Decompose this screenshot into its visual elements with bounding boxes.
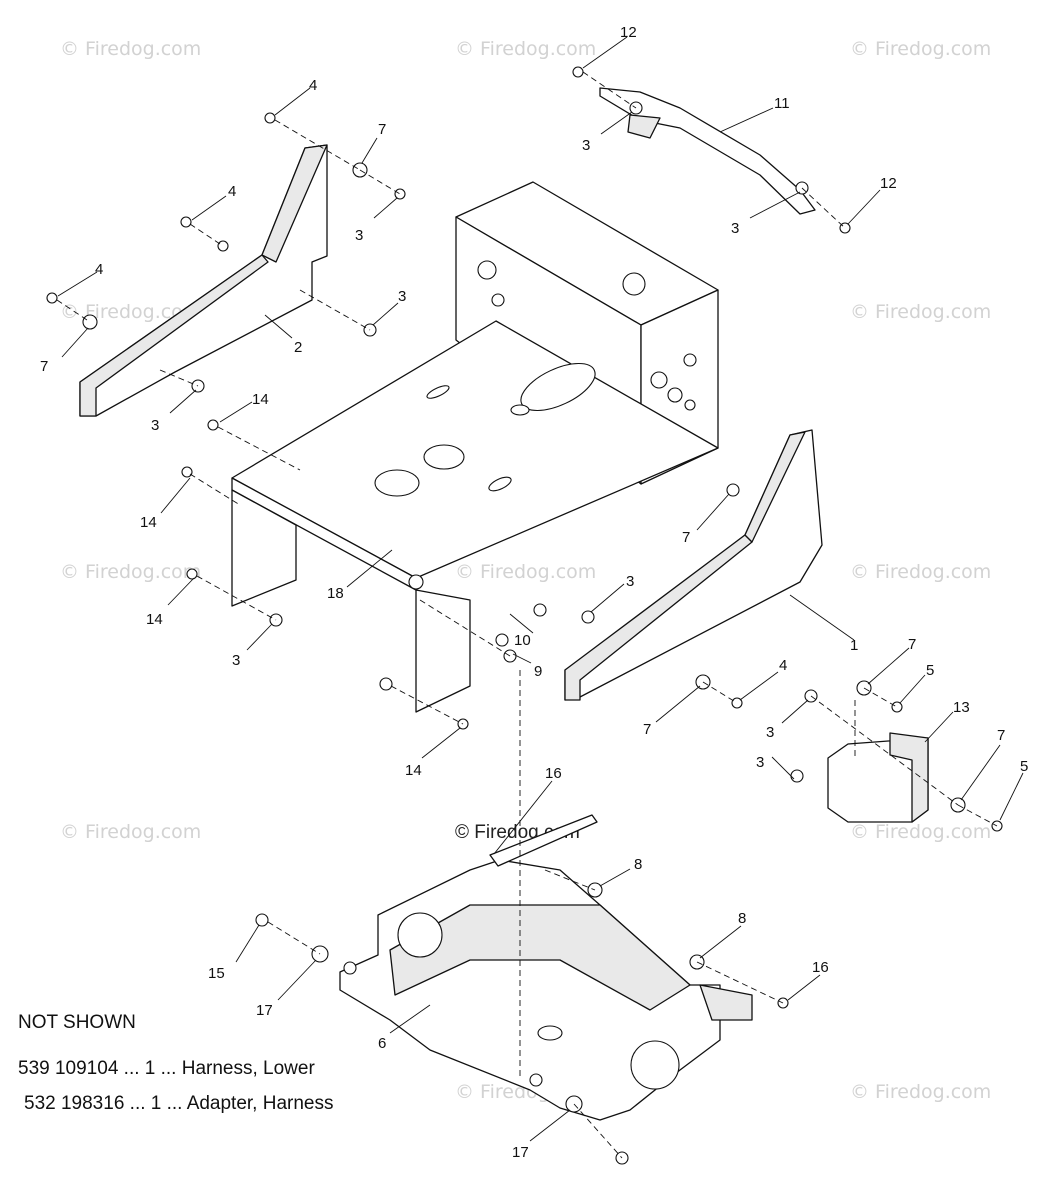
not-shown-notes: NOT SHOWN 539 109104 ... 1 ... Harness, …: [18, 1012, 334, 1128]
callout-3: 3: [766, 724, 774, 741]
callout-3: 3: [398, 288, 406, 305]
callout-6: 6: [378, 1035, 386, 1052]
watermark: © Firedog.com: [455, 561, 596, 583]
callout-4: 4: [228, 183, 236, 200]
callout-12: 12: [620, 24, 637, 41]
callout-7: 7: [40, 358, 48, 375]
callout-4: 4: [95, 261, 103, 278]
callout-12: 12: [880, 175, 897, 192]
callout-4: 4: [309, 77, 317, 94]
callout-8: 8: [634, 856, 642, 873]
callout-7: 7: [682, 529, 690, 546]
guard-part-13: [827, 732, 929, 823]
callout-3: 3: [756, 754, 764, 771]
watermark: © Firedog.com: [850, 821, 991, 843]
callout-17: 17: [256, 1002, 273, 1019]
right-bracket-part-1: [564, 429, 823, 701]
callout-5: 5: [1020, 758, 1028, 775]
callout-labels: 4 7 3 4 4 7 3 2 3 14 12 11 3 3 12 14 14 …: [40, 24, 1028, 1161]
callout-3: 3: [731, 220, 739, 237]
watermark: © Firedog.com: [850, 1081, 991, 1103]
callout-1: 1: [850, 637, 858, 654]
hardware: [46, 66, 1003, 1165]
leader-lines: [57, 36, 1024, 1142]
watermark: © Firedog.com: [850, 38, 991, 60]
watermark: © Firedog.com: [60, 561, 201, 583]
callout-7: 7: [997, 727, 1005, 744]
assembly-lines: [56, 71, 998, 1159]
not-shown-item: 539 109104 ... 1 ... Harness, Lower: [18, 1058, 315, 1079]
harness-bracket-part-16: [489, 814, 753, 1021]
watermark: © Firedog.com: [60, 821, 201, 843]
callout-18: 18: [327, 585, 344, 602]
not-shown-item: 532 198316 ... 1 ... Adapter, Harness: [24, 1093, 334, 1114]
callout-7: 7: [643, 721, 651, 738]
not-shown-heading: NOT SHOWN: [18, 1012, 136, 1033]
watermarks: © Firedog.com © Firedog.com © Firedog.co…: [60, 38, 991, 1103]
callout-16: 16: [812, 959, 829, 976]
callout-3: 3: [232, 652, 240, 669]
callout-4: 4: [779, 657, 787, 674]
callout-2: 2: [294, 339, 302, 356]
watermark: © Firedog.com: [850, 561, 991, 583]
callout-11: 11: [774, 95, 790, 112]
watermark: © Firedog.com: [455, 38, 596, 60]
watermark: © Firedog.com: [60, 38, 201, 60]
main-frame-part-18: [231, 181, 719, 713]
top-bracket-part-11: [599, 87, 816, 215]
watermark: © Firedog.com: [850, 301, 991, 323]
callout-7: 7: [378, 121, 386, 138]
callout-13: 13: [953, 699, 970, 716]
callout-14: 14: [140, 514, 157, 531]
callout-5: 5: [926, 662, 934, 679]
callout-3: 3: [151, 417, 159, 434]
callout-17: 17: [512, 1144, 529, 1161]
callout-7: 7: [908, 636, 916, 653]
left-bracket-part-2: [79, 144, 328, 417]
callout-3: 3: [355, 227, 363, 244]
callout-8: 8: [738, 910, 746, 927]
lower-mount-part-6: [339, 859, 721, 1121]
callout-9: 9: [534, 663, 542, 680]
callout-14: 14: [146, 611, 163, 628]
callout-3: 3: [626, 573, 634, 590]
callout-3: 3: [582, 137, 590, 154]
callout-16: 16: [545, 765, 562, 782]
callout-14: 14: [252, 391, 269, 408]
callout-10: 10: [514, 632, 531, 649]
callout-14: 14: [405, 762, 422, 779]
callout-15: 15: [208, 965, 225, 982]
